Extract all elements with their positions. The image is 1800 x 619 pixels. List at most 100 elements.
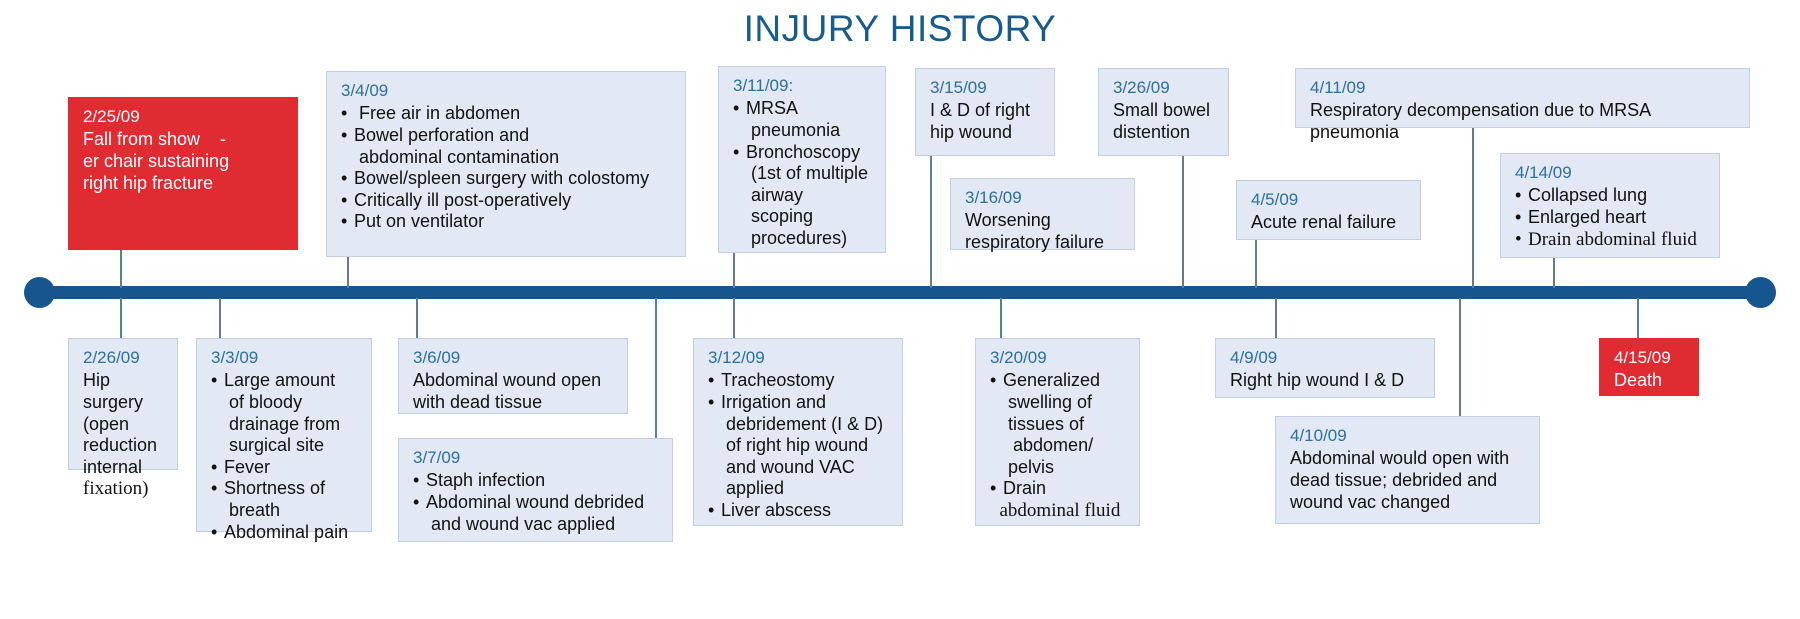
event-card-3-3-09[interactable]: 3/3/09 Large amount of bloody drainage f… [196, 338, 372, 543]
event-card-4-14-09[interactable]: 4/14/09 Collapsed lung Enlarged heart Dr… [1500, 153, 1720, 258]
stem-2-25-09 [120, 248, 122, 288]
event-bullet: Bowel/spleen surgery with colostomy [341, 168, 673, 190]
event-card-3-16-09[interactable]: 3/16/09 Worsening respiratory failure [950, 178, 1135, 252]
event-date: 2/26/09 [83, 348, 140, 367]
event-bullet-list: Generalized swelling of tissues of abdom… [990, 370, 1127, 500]
event-card-3-11-09[interactable]: 3/11/09: MRSA pneumonia Bronchoscopy (1s… [718, 66, 886, 253]
event-line: reduction [83, 435, 158, 456]
stem-2-26-09 [120, 298, 122, 338]
event-line: fixation) [83, 478, 149, 500]
event-card-3-12-09[interactable]: 3/12/09 Tracheostomy Irrigation and debr… [693, 338, 903, 526]
event-bullet: Fever [211, 457, 359, 479]
event-bullet: Shortness of breath [211, 478, 359, 521]
event-card-2-26-09[interactable]: 2/26/09 Hip surgery (open reduction inte… [68, 338, 178, 499]
event-date: 3/11/09: [733, 76, 794, 95]
event-bullet: Liver abscess [708, 500, 890, 522]
event-bullet: Bowel perforation and abdominal contamin… [341, 125, 673, 168]
event-line: wound vac changed [1290, 491, 1451, 512]
stem-4-14-09 [1553, 258, 1555, 288]
event-card-3-26-09[interactable]: 3/26/09 Small bowel distention [1098, 68, 1229, 156]
stem-4-5-09 [1255, 240, 1257, 288]
event-line: respiratory failure [965, 231, 1105, 252]
event-line: hip wound [930, 121, 1013, 142]
event-line: right hip fracture [83, 172, 214, 193]
event-bullet-list: MRSA pneumonia Bronchoscopy (1st of mult… [733, 98, 873, 249]
event-date: 3/4/09 [341, 81, 389, 100]
event-date: 3/12/09 [708, 348, 765, 367]
event-line: with dead tissue [413, 391, 543, 412]
event-date: 3/20/09 [990, 348, 1047, 367]
event-bullet: Bronchoscopy (1st of multiple airway sco… [733, 142, 873, 250]
event-bullet: Large amount of bloody drainage from sur… [211, 370, 359, 456]
event-date: 2/25/09 [83, 107, 140, 126]
event-date: 4/10/09 [1290, 426, 1347, 445]
event-bullet: Tracheostomy [708, 370, 890, 392]
stem-3-3-09 [219, 298, 221, 338]
event-bullet: Generalized swelling of tissues of abdom… [990, 370, 1127, 478]
stem-4-9-09 [1275, 298, 1277, 338]
event-line: distention [1113, 121, 1191, 142]
event-card-2-25-09[interactable]: 2/25/09 Fall from show - er chair sustai… [68, 97, 298, 250]
stem-4-15-09 [1637, 298, 1639, 338]
event-card-4-5-09[interactable]: 4/5/09 Acute renal failure [1236, 180, 1421, 240]
event-line: Worsening [965, 210, 1051, 231]
event-bullet: MRSA pneumonia [733, 98, 873, 141]
event-bullet: Put on ventilator [341, 211, 673, 233]
event-date: 3/7/09 [413, 448, 461, 467]
event-bullet-list: Large amount of bloody drainage from sur… [211, 370, 359, 543]
event-card-3-15-09[interactable]: 3/15/09 I & D of right hip wound [915, 68, 1055, 156]
event-bullet: Free air in abdomen [341, 103, 673, 125]
event-bullet: Collapsed lung [1515, 185, 1707, 207]
event-card-3-7-09[interactable]: 3/7/09 Staph infection Abdominal wound d… [398, 438, 673, 542]
event-line: Small bowel [1113, 100, 1211, 121]
event-card-4-11-09[interactable]: 4/11/09 Respiratory decompensation due t… [1295, 68, 1750, 142]
event-line: dead tissue; debrided and [1290, 469, 1498, 490]
event-date: 4/15/09 [1614, 348, 1671, 367]
page-title: INJURY HISTORY [743, 8, 1057, 49]
event-date: 3/16/09 [965, 188, 1022, 207]
event-bullet-list: Collapsed lung Enlarged heart Drain abdo… [1515, 185, 1707, 251]
event-card-4-9-09[interactable]: 4/9/09 Right hip wound I & D [1215, 338, 1435, 398]
event-card-4-10-09[interactable]: 4/10/09 Abdominal would open with dead t… [1275, 416, 1540, 524]
event-date: 3/6/09 [413, 348, 461, 367]
event-bullet-list: Free air in abdomen Bowel perforation an… [341, 103, 673, 233]
stem-4-10-09 [1459, 298, 1461, 416]
event-bullet: Critically ill post-operatively [341, 190, 673, 212]
event-card-4-15-09[interactable]: 4/15/09 Death [1599, 338, 1699, 396]
stem-3-7-09 [655, 298, 657, 438]
event-line-serif: abdominal fluid [990, 499, 1121, 521]
stem-3-26-09 [1182, 156, 1184, 288]
event-line: Fall from show - [83, 129, 227, 150]
event-line: er chair sustaining [83, 150, 230, 171]
timeline-end-node [1745, 277, 1776, 308]
event-bullet: Abdominal pain [211, 522, 359, 544]
event-card-3-6-09[interactable]: 3/6/09 Abdominal wound open with dead ti… [398, 338, 628, 414]
event-date: 4/11/09 [1310, 78, 1366, 97]
stem-4-11-09 [1472, 128, 1474, 288]
event-date: 4/14/09 [1515, 163, 1572, 182]
event-date: 4/9/09 [1230, 348, 1278, 367]
event-line: I & D of right [930, 100, 1031, 121]
event-bullet: Drain abdominal fluid [1515, 229, 1707, 252]
event-line: internal [83, 456, 143, 477]
event-line: (open [83, 413, 130, 434]
event-line: Acute renal failure [1251, 212, 1397, 233]
event-bullet: Abdominal wound debrided and wound vac a… [413, 492, 660, 535]
event-card-3-4-09[interactable]: 3/4/09 Free air in abdomen Bowel perfora… [326, 71, 686, 257]
event-line: Hip surgery [83, 370, 144, 412]
event-line: Abdominal would open with [1290, 448, 1510, 469]
stem-3-20-09 [1000, 298, 1002, 338]
event-line: Right hip wound I & D [1230, 370, 1405, 391]
event-date: 3/3/09 [211, 348, 259, 367]
stem-3-6-09 [416, 298, 418, 338]
event-bullet: Staph infection [413, 470, 660, 492]
event-bullet: Drain [990, 478, 1127, 500]
event-bullet: Irrigation and debridement (I & D) of ri… [708, 392, 890, 500]
event-bullet-list: Staph infection Abdominal wound debrided… [413, 470, 660, 535]
timeline-start-node [24, 277, 55, 308]
stem-3-12-09 [733, 298, 735, 338]
event-bullet-list: Tracheostomy Irrigation and debridement … [708, 370, 890, 521]
event-card-3-20-09[interactable]: 3/20/09 Generalized swelling of tissues … [975, 338, 1140, 526]
event-bullet: Enlarged heart [1515, 207, 1707, 229]
